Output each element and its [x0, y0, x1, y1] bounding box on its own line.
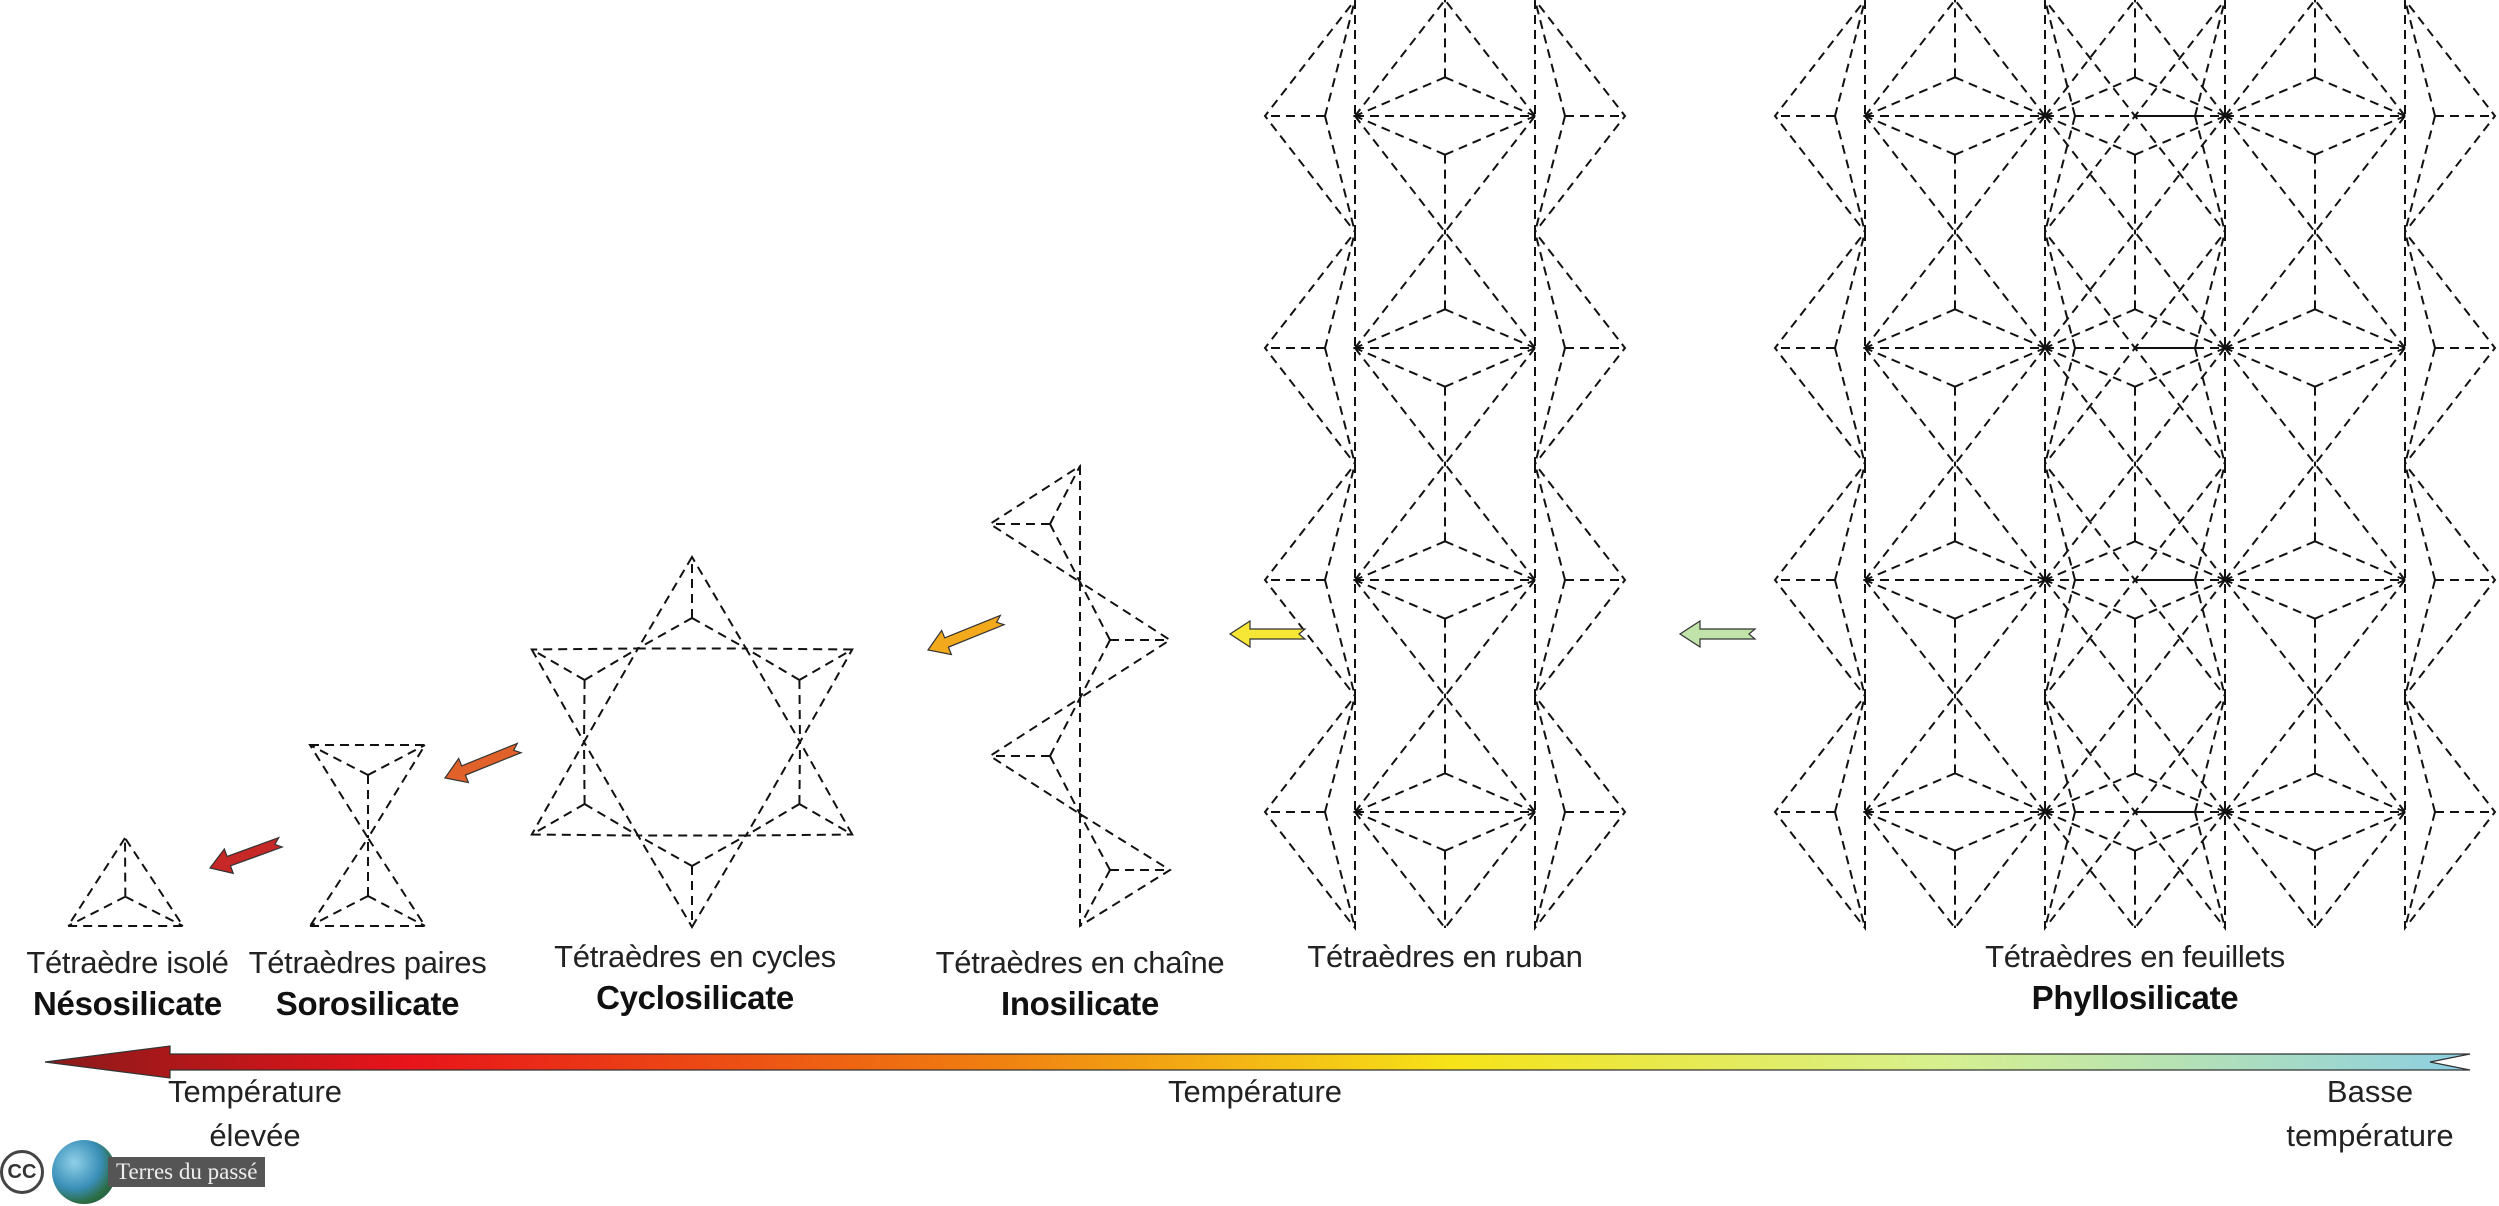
tetrahedron	[1862, 347, 2048, 466]
tetrahedron	[1862, 0, 2048, 117]
sorosilicate-structure	[308, 744, 427, 927]
tetrahedron	[2042, 0, 2228, 117]
tetrahedron	[1862, 811, 2048, 930]
tetrahedron	[1352, 347, 1538, 466]
tetrahedron	[1534, 0, 1627, 235]
cc-icon: CC	[0, 1150, 44, 1194]
tetrahedron	[2222, 115, 2408, 234]
tetrahedron	[1079, 812, 1172, 928]
tetrahedron	[1773, 461, 1866, 699]
tetrahedron	[2222, 694, 2408, 813]
phyllosilicate-structure	[1773, 0, 2497, 931]
ribbon-structure	[1263, 0, 1627, 931]
tetrahedron	[2044, 693, 2137, 931]
tetrahedron	[2404, 461, 2497, 699]
label-cyclosilicate: Tétraèdres en cycles Cyclosilicate	[554, 939, 836, 1016]
tetrahedron	[1352, 230, 1538, 349]
tetrahedron	[2222, 811, 2408, 930]
tetrahedron	[1534, 229, 1627, 467]
tetrahedron	[2044, 0, 2137, 235]
tetrahedron	[2222, 0, 2408, 117]
tetrahedron	[308, 744, 427, 840]
tetrahedron	[1773, 229, 1866, 467]
tetrahedron	[1352, 694, 1538, 813]
tetrahedron	[636, 555, 748, 650]
tetrahedron	[2044, 229, 2137, 467]
tetrahedron	[636, 834, 748, 929]
label-inosilicate: Tétraèdres en chaîne Inosilicate	[935, 945, 1225, 1022]
label-ruban: Tétraèdres en ruban	[1307, 939, 1583, 974]
tetrahedron	[1862, 115, 2048, 234]
tetrahedron	[2042, 462, 2228, 581]
label-sorosilicate: Tétraèdres paires Sorosilicate	[248, 945, 487, 1022]
tetrahedron	[2042, 811, 2228, 930]
process-arrow	[208, 836, 284, 875]
process-arrow	[1228, 619, 1307, 649]
process-arrow	[443, 742, 523, 784]
tetrahedron	[530, 739, 640, 837]
tetrahedron	[308, 836, 427, 927]
process-arrow	[1678, 619, 1757, 649]
tetrahedron	[2133, 461, 2226, 699]
tetrahedron	[1352, 811, 1538, 930]
tetrahedron	[1263, 0, 1356, 235]
tetrahedron	[2042, 694, 2228, 813]
process-arrow	[926, 614, 1006, 656]
tetrahedron	[2044, 461, 2137, 699]
tetrahedron	[1534, 693, 1627, 931]
tetrahedron	[2133, 693, 2226, 931]
tetrahedron	[1352, 115, 1538, 234]
tetrahedron	[988, 696, 1081, 816]
globe-icon	[52, 1140, 116, 1204]
label-high-temperature: Température élevée	[167, 1074, 343, 1153]
tetrahedron	[1862, 579, 2048, 698]
credit-logo: CC Terres du passé	[0, 1140, 266, 1204]
tetrahedron	[744, 647, 854, 745]
tetrahedron	[1534, 461, 1627, 699]
tetrahedron	[1263, 693, 1356, 931]
temperature-axis-arrow	[44, 1045, 2471, 1079]
label-temperature: Température	[1167, 1074, 1343, 1109]
tetrahedron	[1352, 462, 1538, 581]
label-nesosilicate: Tétraèdre isolé Nésosilicate	[26, 945, 229, 1022]
inosilicate-structure	[988, 464, 1172, 928]
tetrahedron	[1352, 0, 1538, 117]
tetrahedron	[2133, 229, 2226, 467]
label-low-temperature: Basse température	[2286, 1074, 2454, 1153]
cyclosilicate-structure	[530, 555, 854, 929]
tetrahedron	[1352, 579, 1538, 698]
tetrahedron	[2042, 579, 2228, 698]
tetrahedron	[2404, 0, 2497, 235]
brand-name: Terres du passé	[108, 1157, 266, 1187]
tetrahedron	[2404, 693, 2497, 931]
tetrahedron	[2222, 579, 2408, 698]
tetrahedron	[988, 464, 1081, 584]
tetrahedron	[1862, 462, 2048, 581]
tetrahedron	[2042, 230, 2228, 349]
tetrahedron	[1263, 461, 1356, 699]
tetrahedron	[2042, 347, 2228, 466]
tetrahedron	[2222, 347, 2408, 466]
tetrahedron	[530, 647, 640, 745]
tetrahedron	[1862, 230, 2048, 349]
tetrahedron	[66, 836, 185, 927]
tetrahedron	[2222, 462, 2408, 581]
tetrahedron	[744, 739, 854, 837]
tetrahedron	[2042, 115, 2228, 234]
tetrahedron	[2133, 0, 2226, 235]
nesosilicate-structure	[66, 836, 185, 927]
tetrahedron	[2222, 230, 2408, 349]
tetrahedron	[1773, 0, 1866, 235]
tetrahedron	[1263, 229, 1356, 467]
label-phyllosilicate: Tétraèdres en feuillets Phyllosilicate	[1985, 939, 2285, 1016]
tetrahedron	[1079, 580, 1172, 700]
tetrahedron	[2404, 229, 2497, 467]
tetrahedron	[1862, 694, 2048, 813]
tetrahedron	[1773, 693, 1866, 931]
